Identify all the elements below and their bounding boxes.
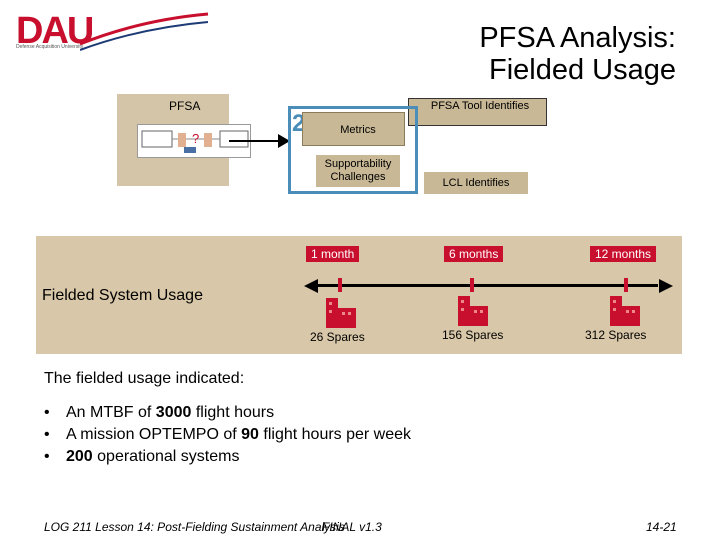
- footer-version: FINAL v1.3: [322, 520, 382, 534]
- metrics-box: [302, 112, 405, 146]
- bullet-glyph: •: [44, 448, 50, 465]
- period-label: 6 months: [444, 246, 504, 262]
- logo-subtitle: Defense Acquisition University: [16, 44, 84, 50]
- period-label: 1 month: [306, 246, 360, 262]
- logo-swoosh-icon: [80, 12, 209, 51]
- title-line-2: Fielded Usage: [489, 54, 676, 86]
- bullet-text: 200 operational systems: [66, 448, 240, 465]
- bullet-text: A mission OPTEMPO of 90 flight hours per…: [66, 426, 412, 443]
- timeline-line: [318, 284, 658, 287]
- timeline-tick: [624, 278, 628, 292]
- lcl-box: [424, 172, 528, 194]
- timeline-tick: [470, 278, 474, 292]
- lcl-label: LCL Identifies: [442, 177, 510, 189]
- pfsa-tool-box: [408, 98, 547, 126]
- spares-count: 156 Spares: [442, 328, 504, 342]
- spares-stack-icon: [458, 296, 488, 326]
- slide-title: PFSA Analysis: Fielded Usage: [376, 22, 676, 86]
- footer-course: LOG 211 Lesson 14: Post-Fielding Sustain…: [44, 520, 345, 534]
- arrow-left-icon: [304, 279, 318, 293]
- bullet-item: • An MTBF of 3000 flight hours: [44, 402, 411, 424]
- spares-stack-icon: [326, 298, 356, 328]
- bullet-glyph: •: [44, 404, 50, 421]
- flow-arrow-line: [229, 140, 281, 142]
- timeline-label: Fielded System Usage: [42, 287, 203, 304]
- arrow-right-icon: [659, 279, 673, 293]
- bullet-item: • 200 operational systems: [44, 446, 411, 468]
- pfsa-tool-label: PFSA Tool Identifies: [430, 100, 530, 112]
- spares-count: 312 Spares: [585, 328, 647, 342]
- pfsa-label: PFSA: [169, 99, 201, 113]
- timeline-tick: [338, 278, 342, 292]
- title-line-1: PFSA Analysis:: [479, 22, 676, 54]
- page-number: 14-21: [646, 520, 677, 534]
- supportability-label: Supportability Challenges: [324, 158, 392, 183]
- flow-arrow-head-icon: [278, 134, 290, 148]
- step-frame: [288, 106, 418, 194]
- bullet-item: • A mission OPTEMPO of 90 flight hours p…: [44, 424, 411, 446]
- pfsa-diagram-icon: [141, 130, 249, 153]
- supportability-box: [316, 155, 400, 187]
- bullet-text: An MTBF of 3000 flight hours: [66, 404, 275, 421]
- period-label: 12 months: [590, 246, 657, 262]
- thumb-question: ?: [192, 131, 200, 146]
- intro-text: The fielded usage indicated:: [44, 370, 245, 387]
- metrics-label: Metrics: [340, 124, 376, 136]
- spares-stack-icon: [610, 296, 640, 326]
- spares-count: 26 Spares: [310, 330, 365, 344]
- bullet-glyph: •: [44, 426, 50, 443]
- bullet-list: • An MTBF of 3000 flight hours • A missi…: [44, 402, 411, 468]
